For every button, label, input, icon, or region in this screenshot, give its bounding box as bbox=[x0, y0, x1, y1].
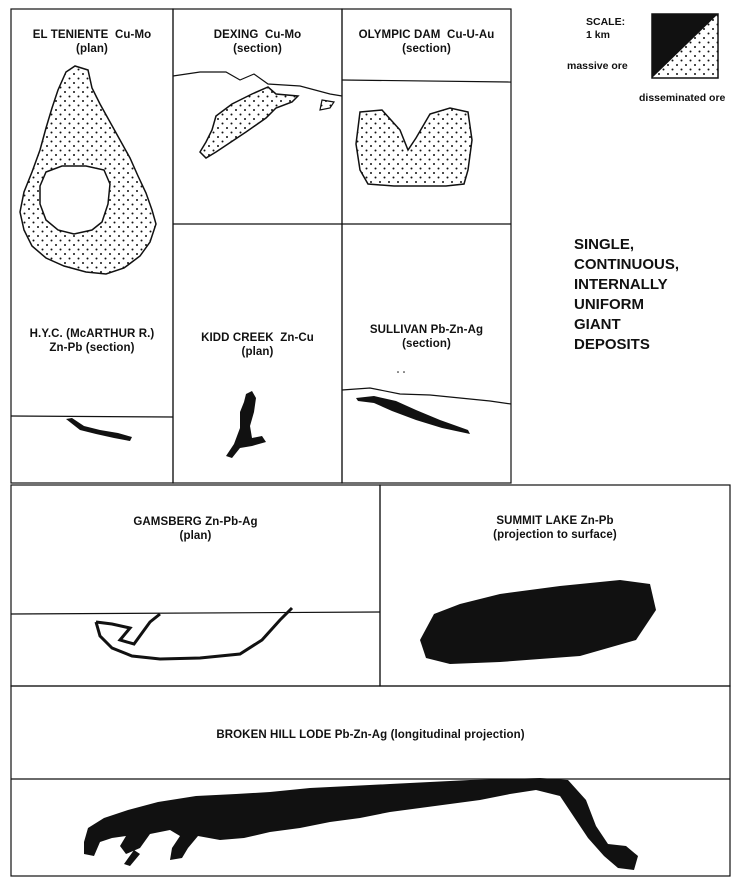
kidd-creek-ore: Zn-Cu bbox=[280, 332, 314, 344]
kidd-creek-name: KIDD CREEK bbox=[201, 332, 274, 344]
hyc-ore: Zn-Pb bbox=[49, 342, 82, 354]
gamsberg-title: GAMSBERG Zn-Pb-Ag (plan) bbox=[11, 515, 380, 543]
gamsberg-ore: Zn-Pb-Ag bbox=[205, 516, 258, 528]
olympic-dam-title: OLYMPIC DAM Cu-U-Au (section) bbox=[342, 28, 511, 56]
dexing-orebody bbox=[173, 72, 342, 158]
sullivan-name: SULLIVAN bbox=[370, 324, 427, 336]
dexing-name: DEXING bbox=[214, 29, 259, 41]
el-teniente-name: EL TENIENTE bbox=[33, 29, 109, 41]
summit-lake-ore: Zn-Pb bbox=[581, 515, 614, 527]
sullivan-view: (section) bbox=[342, 337, 511, 351]
sullivan-title: SULLIVAN Pb-Zn-Ag (section) bbox=[342, 323, 511, 351]
dexing-view: (section) bbox=[173, 42, 342, 56]
kidd-creek-view: (plan) bbox=[173, 345, 342, 359]
broken-hill-view: (longitudinal projection) bbox=[391, 729, 525, 741]
sullivan-ore: Pb-Zn-Ag bbox=[431, 324, 484, 336]
hyc-view: (section) bbox=[86, 342, 135, 354]
disseminated-ore-label: disseminated ore bbox=[639, 92, 725, 104]
summit-lake-name: SUMMIT LAKE bbox=[496, 515, 577, 527]
scale-value: 1 km bbox=[586, 29, 610, 41]
kidd-creek-title: KIDD CREEK Zn-Cu (plan) bbox=[173, 331, 342, 359]
heading-line-6: DEPOSITS bbox=[574, 335, 679, 355]
gamsberg-name: GAMSBERG bbox=[133, 516, 202, 528]
hyc-name: H.Y.C. (McARTHUR R.) bbox=[11, 327, 173, 341]
summit-lake-view: (projection to surface) bbox=[380, 528, 730, 542]
heading-line-3: INTERNALLY bbox=[574, 275, 679, 295]
olympic-dam-name: OLYMPIC DAM bbox=[359, 29, 441, 41]
olympic-dam-view: (section) bbox=[342, 42, 511, 56]
legend-swatch bbox=[652, 14, 718, 78]
summit-lake-title: SUMMIT LAKE Zn-Pb (projection to surface… bbox=[380, 514, 730, 542]
broken-hill-ore: Pb-Zn-Ag bbox=[335, 729, 388, 741]
deposit-heading: SINGLE, CONTINUOUS, INTERNALLY UNIFORM G… bbox=[574, 235, 679, 355]
broken-hill-title: BROKEN HILL LODE Pb-Zn-Ag (longitudinal … bbox=[11, 728, 730, 742]
massive-ore-label: massive ore bbox=[567, 60, 628, 72]
dexing-ore: Cu-Mo bbox=[265, 29, 301, 41]
heading-line-1: SINGLE, bbox=[574, 235, 679, 255]
scale-label: SCALE: bbox=[586, 16, 625, 28]
el-teniente-orebody bbox=[20, 66, 156, 274]
hyc-orebody bbox=[11, 416, 173, 441]
heading-line-5: GIANT bbox=[574, 315, 679, 335]
gamsberg-orebody bbox=[11, 608, 380, 659]
broken-hill-name: BROKEN HILL LODE bbox=[216, 729, 331, 741]
kidd-creek-orebody bbox=[226, 391, 266, 458]
el-teniente-view: (plan) bbox=[11, 42, 173, 56]
el-teniente-title: EL TENIENTE Cu-Mo (plan) bbox=[11, 28, 173, 56]
hyc-title: H.Y.C. (McARTHUR R.) Zn-Pb (section) bbox=[11, 327, 173, 355]
heading-line-4: UNIFORM bbox=[574, 295, 679, 315]
broken-hill-orebody bbox=[11, 778, 730, 870]
heading-line-2: CONTINUOUS, bbox=[574, 255, 679, 275]
olympic-dam-ore: Cu-U-Au bbox=[447, 29, 494, 41]
el-teniente-ore: Cu-Mo bbox=[115, 29, 151, 41]
olympic-dam-orebody bbox=[342, 80, 511, 186]
gamsberg-view: (plan) bbox=[11, 529, 380, 543]
dexing-title: DEXING Cu-Mo (section) bbox=[173, 28, 342, 56]
summit-lake-orebody bbox=[420, 580, 656, 664]
sullivan-orebody bbox=[342, 371, 511, 434]
